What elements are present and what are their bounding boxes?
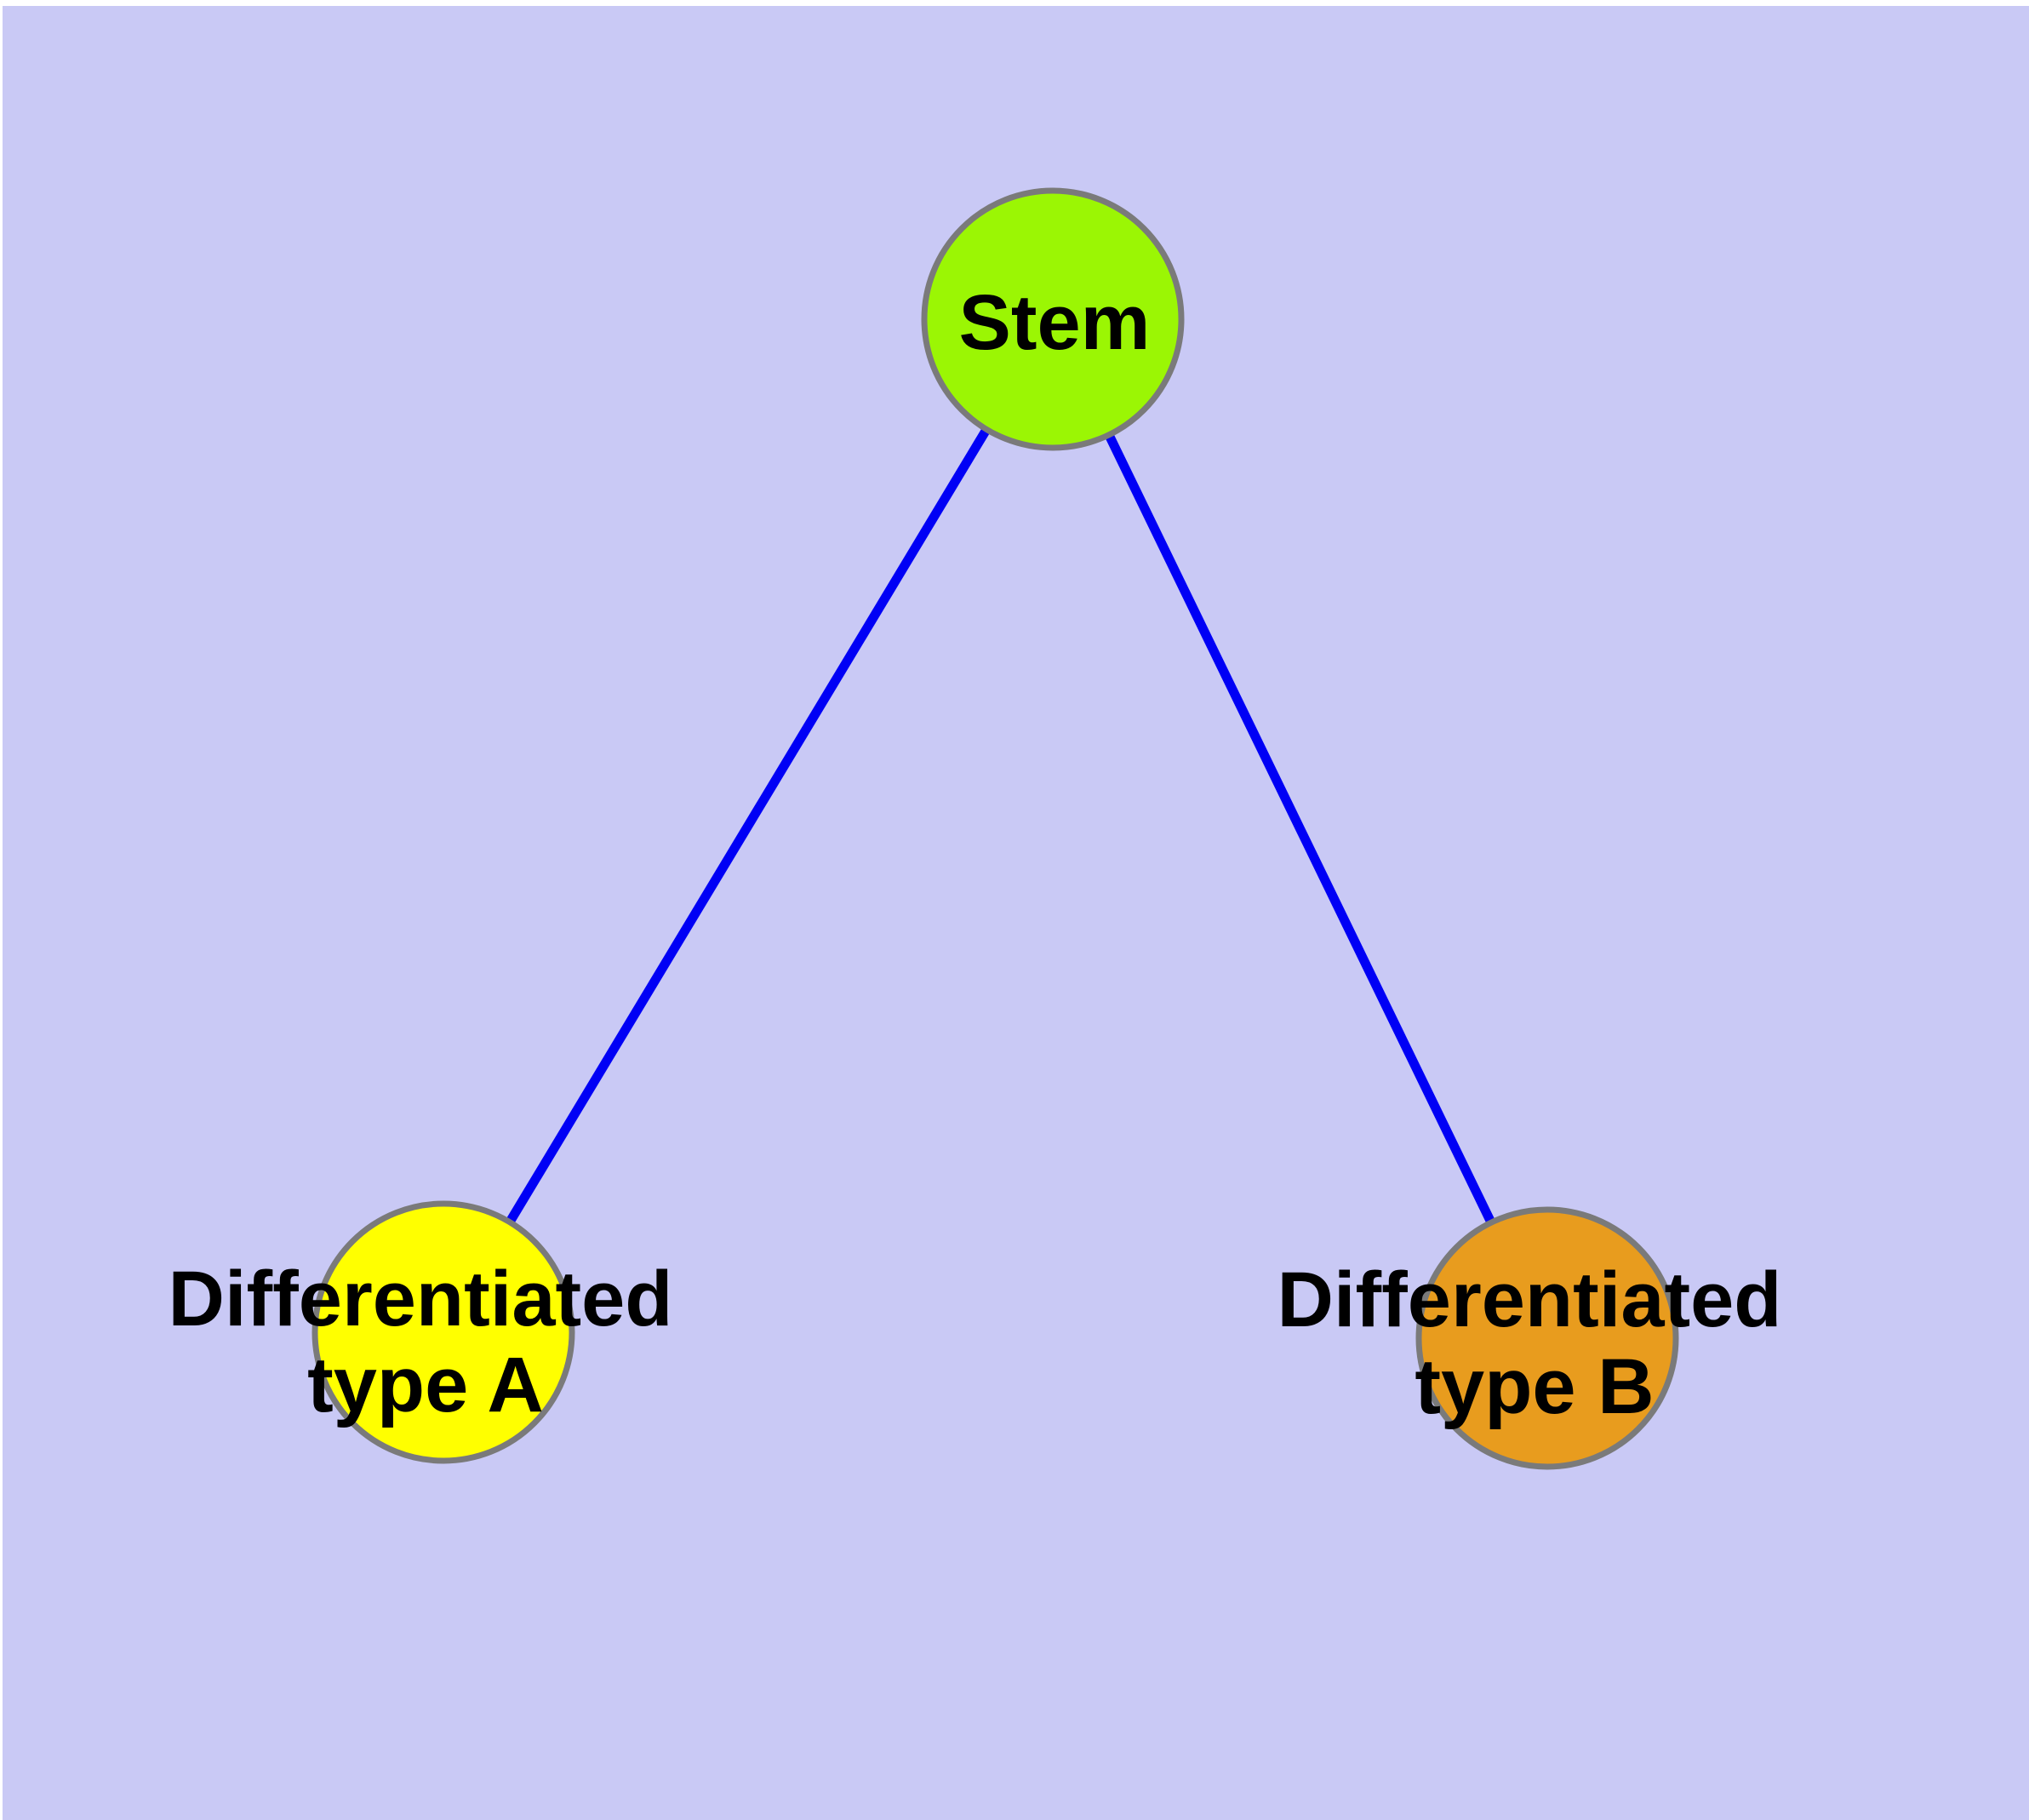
edge-stem-to-type-b <box>1049 317 1552 1341</box>
node-differentiated-type-b: Differentiated type B <box>1277 1206 1782 1470</box>
edge-stem-to-type-a <box>439 317 1057 1335</box>
node-type-b-label-line2: type B <box>1415 1343 1654 1430</box>
node-stem: Stem <box>921 187 1185 451</box>
node-type-a-label-line2: type A <box>307 1342 544 1428</box>
edges <box>439 317 1552 1341</box>
node-type-b-label-line1: Differentiated <box>1277 1256 1782 1343</box>
node-differentiated-type-a: Differentiated type A <box>169 1200 673 1464</box>
node-stem-circle <box>921 187 1185 451</box>
node-stem-label: Stem <box>959 279 1151 366</box>
node-type-b-circle <box>1415 1206 1679 1470</box>
node-type-a-circle <box>311 1200 575 1464</box>
node-type-a-label-line1: Differentiated <box>169 1256 673 1342</box>
